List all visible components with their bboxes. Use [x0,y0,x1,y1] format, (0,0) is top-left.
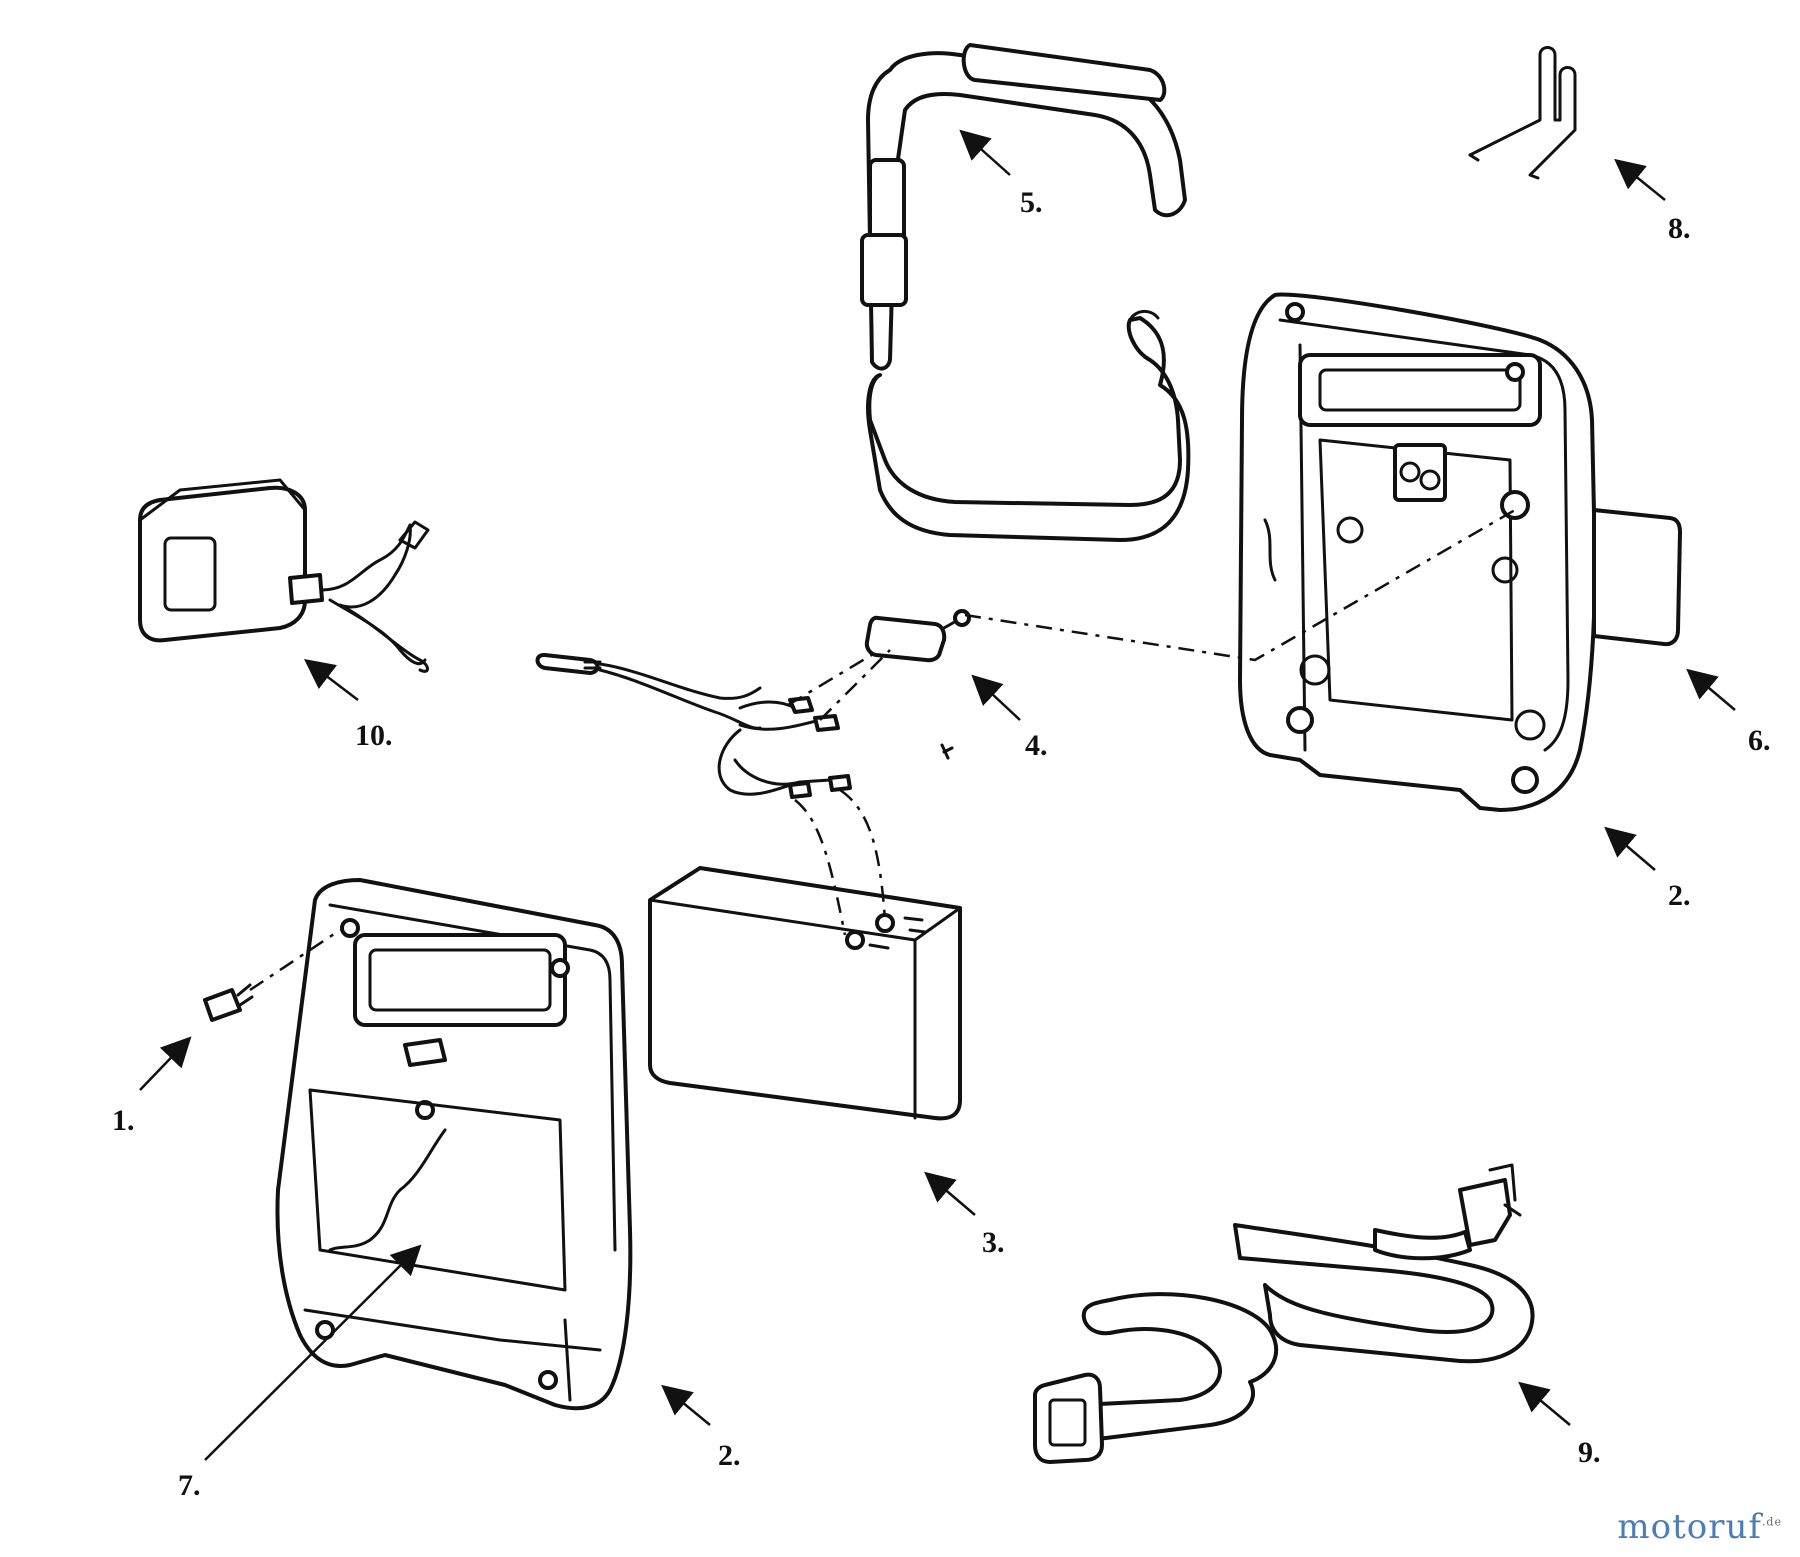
arrow-2-front [661,1384,711,1426]
label-7: 7. [178,1469,201,1502]
arrow-2-right [1604,826,1656,871]
part-3-battery [648,788,962,1121]
part-4-wiring-harness [535,609,971,799]
part-5-carry-frame [860,43,1191,542]
label-6: 6. [1748,724,1771,757]
label-9: 9. [1578,1436,1601,1469]
arrow-10 [304,658,359,701]
label-8: 8. [1668,212,1691,245]
part-1-screw [203,928,341,1022]
part-7-window-label [328,1128,447,1252]
watermark-tld: .de [1761,1515,1782,1529]
arrow-6 [1686,668,1736,711]
watermark-brand: motoruf [1617,1507,1762,1547]
arrow-7 [204,1244,422,1461]
part-2-front-housing [275,878,633,1411]
part-2-rear-housing [1238,292,1597,812]
arrow-9 [1518,1381,1571,1426]
label-10: 10. [355,719,393,752]
watermark: motoruf.de [1617,1507,1782,1547]
arrow-5 [959,129,1011,176]
arrow-1 [139,1036,192,1091]
part-8-wire-hook [1468,46,1577,180]
connector-line-upper [964,508,1516,662]
arrow-8 [1614,158,1666,201]
arrow-4 [971,674,1021,721]
label-2-right: 2. [1668,879,1691,912]
label-5: 5. [1020,186,1043,219]
part-6-label-plate [1592,508,1682,647]
label-4: 4. [1025,729,1048,762]
label-2-front: 2. [718,1439,741,1472]
label-3: 3. [982,1226,1005,1259]
label-1: 1. [112,1104,135,1137]
arrow-3 [924,1171,976,1216]
stray-mark [940,743,954,760]
part-9-belt-strap [1033,1163,1535,1464]
part-10-charger [138,478,430,673]
